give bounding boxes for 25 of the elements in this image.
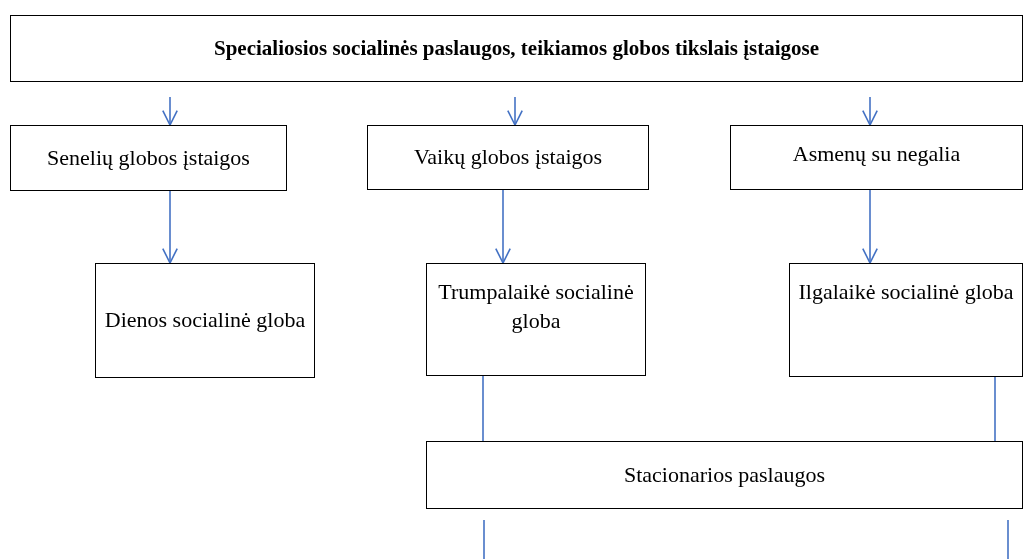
arrow [862,189,878,264]
box-label: Ilgalaikė socialinė globa [798,278,1014,306]
connector-line [483,519,485,559]
text-box [730,125,1023,190]
box-label: Dienos socialinė globa [104,306,306,335]
text-box [789,263,1023,377]
box-label: Vaikų globos įstaigos [413,143,603,172]
box-label: Trumpalaikė socialinė globa [437,278,635,335]
arrow [495,189,511,264]
text-box [367,125,649,190]
text-box [426,263,646,376]
arrow [862,96,878,126]
arrow [162,190,178,264]
arrow [162,96,178,126]
connector-line [482,375,484,442]
box-label: Stacionarios paslaugos [624,460,825,489]
box-label: Senelių globos įstaigos [47,143,250,172]
box-label: Asmenų su negalia [792,140,961,168]
title: Specialiosios socialinės paslaugos, teikiamos globos tikslais įstaigose [214,36,819,61]
text-box [426,441,1023,509]
text-box [10,125,287,191]
text-box [95,263,315,378]
connector-line [1007,519,1009,559]
connector-line [994,376,996,442]
arrow [507,96,523,126]
